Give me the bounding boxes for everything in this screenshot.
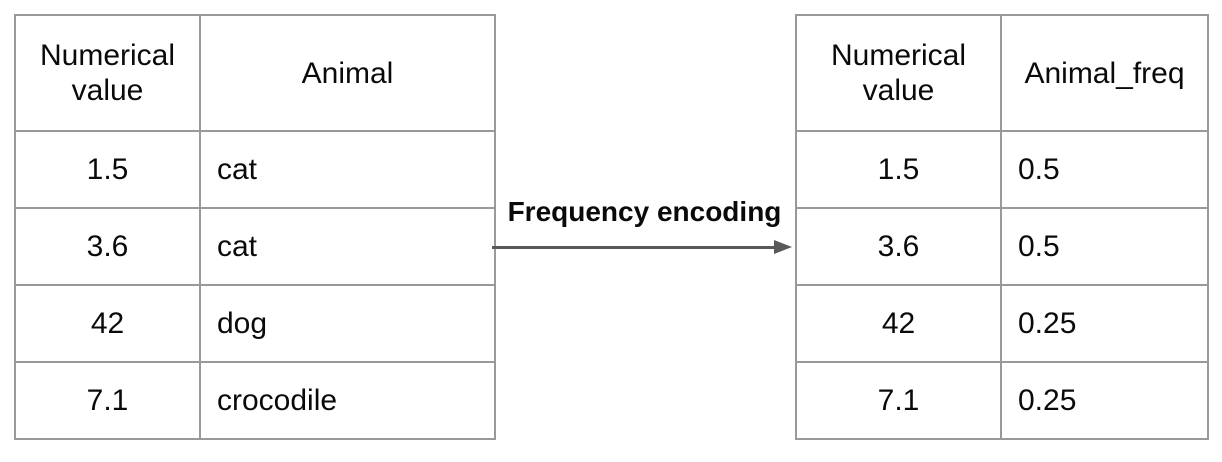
numerical-value-cell: 42 (795, 284, 1002, 363)
table-row: 7.1 0.25 (795, 361, 1209, 440)
animal-freq-cell: 0.5 (1000, 130, 1209, 209)
input-header-animal: Animal (199, 14, 496, 132)
output-table: Numerical value Animal_freq 1.5 0.5 3.6 … (795, 14, 1209, 440)
numerical-value-cell: 3.6 (795, 207, 1002, 286)
animal-freq-cell: 0.25 (1000, 284, 1209, 363)
animal-cell: cat (199, 207, 496, 286)
table-row: 1.5 0.5 (795, 130, 1209, 209)
table-row: 42 dog (14, 284, 496, 363)
table-row: 3.6 0.5 (795, 207, 1209, 286)
output-header-animal-freq: Animal_freq (1000, 14, 1209, 132)
arrow-head-right-icon (774, 240, 792, 254)
numerical-value-cell: 1.5 (795, 130, 1002, 209)
numerical-value-cell: 42 (14, 284, 201, 363)
output-header-numerical-value: Numerical value (795, 14, 1002, 132)
table-row: 1.5 cat (14, 130, 496, 209)
frequency-encoding-arrow-icon (492, 240, 792, 255)
input-header-numerical-value: Numerical value (14, 14, 201, 132)
table-row: 3.6 cat (14, 207, 496, 286)
table-row: 42 0.25 (795, 284, 1209, 363)
output-table-header-row: Numerical value Animal_freq (795, 14, 1209, 132)
table-row: 7.1 crocodile (14, 361, 496, 440)
numerical-value-cell: 7.1 (795, 361, 1002, 440)
input-table-header-row: Numerical value Animal (14, 14, 496, 132)
transform-label: Frequency encoding (507, 196, 782, 227)
animal-cell: dog (199, 284, 496, 363)
animal-cell: cat (199, 130, 496, 209)
arrow-line (492, 246, 776, 249)
input-table: Numerical value Animal 1.5 cat 3.6 cat 4… (14, 14, 496, 440)
numerical-value-cell: 1.5 (14, 130, 201, 209)
numerical-value-cell: 3.6 (14, 207, 201, 286)
animal-freq-cell: 0.25 (1000, 361, 1209, 440)
animal-cell: crocodile (199, 361, 496, 440)
animal-freq-cell: 0.5 (1000, 207, 1209, 286)
numerical-value-cell: 7.1 (14, 361, 201, 440)
